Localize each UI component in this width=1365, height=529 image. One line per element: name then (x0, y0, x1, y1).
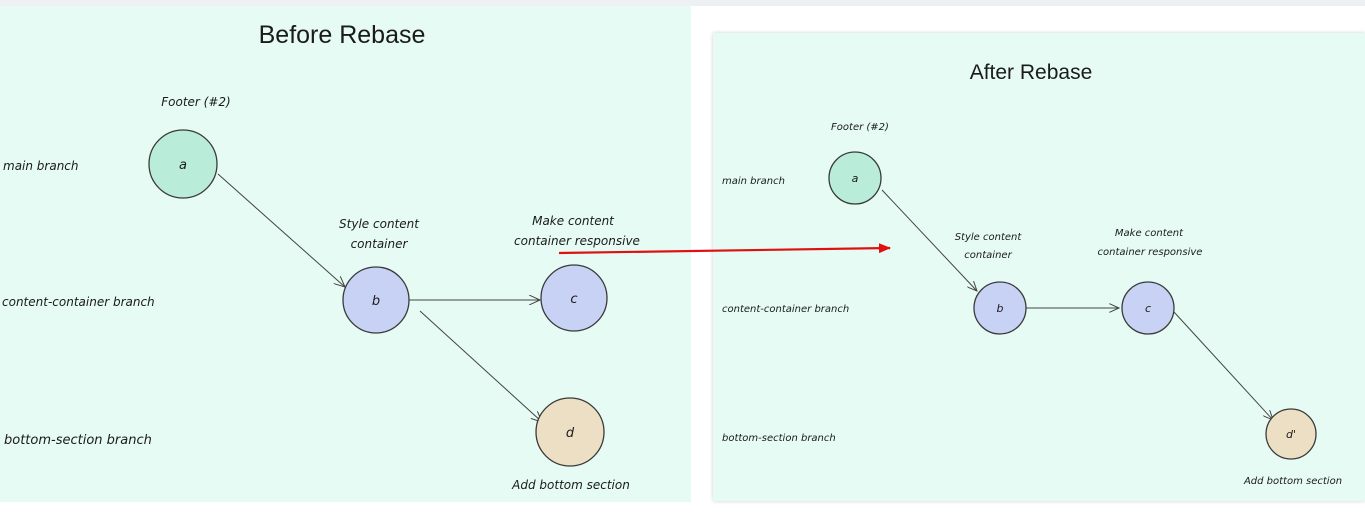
after-node-c-label: c (1145, 302, 1151, 315)
before-content-branch-label: content-container branch (2, 295, 155, 309)
before-rebase-panel: Before Rebase main branch content-contai… (0, 6, 691, 502)
after-bottom-annotation: Add bottom section (1243, 476, 1342, 487)
before-node-a: a (148, 129, 218, 199)
after-bottom-branch-label: bottom-section branch (722, 433, 836, 444)
after-title: After Rebase (970, 61, 1093, 84)
after-node-b-label: b (997, 302, 1004, 315)
before-title: Before Rebase (259, 21, 426, 49)
after-edge-a-b (881, 189, 977, 291)
before-edge-b-d (419, 310, 542, 422)
after-main-branch-label: main branch (722, 176, 785, 187)
after-responsive-annotation-line1: Make content (1115, 228, 1184, 239)
after-footer-annotation: Footer (#2) (831, 122, 889, 133)
before-node-d-label: d (566, 426, 575, 441)
before-node-d: d (535, 397, 605, 467)
after-node-c-circle (1121, 281, 1175, 335)
before-node-b-circle (342, 266, 410, 334)
before-node-b-label: b (372, 294, 380, 309)
before-style-annotation-line2: container (351, 237, 409, 251)
after-style-annotation-line1: Style content (955, 232, 1023, 243)
after-node-a-circle (828, 151, 882, 205)
before-footer-annotation: Footer (#2) (161, 95, 230, 109)
after-edge-c-d (1173, 311, 1273, 420)
after-node-b: b (973, 281, 1027, 335)
after-content-branch-label: content-container branch (722, 304, 849, 315)
after-rebase-panel: After Rebase main branch content-contain… (713, 33, 1365, 501)
top-border-strip (0, 0, 1365, 6)
after-node-b-circle (973, 281, 1027, 335)
after-node-a: a (828, 151, 882, 205)
after-style-annotation-line2: container (964, 250, 1012, 261)
before-node-d-circle (535, 397, 605, 467)
before-style-annotation-line1: Style content (339, 217, 420, 231)
before-responsive-annotation-line1: Make content (532, 214, 615, 228)
after-rebase-diagram: After Rebase main branch content-contain… (722, 61, 1342, 487)
before-edge-a-b (217, 173, 345, 287)
after-node-a-label: a (852, 172, 859, 185)
before-node-c: c (540, 264, 608, 332)
before-node-b: b (342, 266, 410, 334)
after-responsive-annotation-line2: container responsive (1098, 247, 1203, 258)
before-bottom-annotation: Add bottom section (511, 478, 630, 492)
before-rebase-diagram: Before Rebase main branch content-contai… (2, 21, 640, 492)
before-main-branch-label: main branch (3, 159, 79, 173)
after-node-d-label: d' (1286, 428, 1296, 441)
after-node-d-circle (1265, 408, 1317, 460)
after-node-d: d' (1265, 408, 1317, 460)
before-node-c-label: c (570, 292, 577, 307)
before-node-a-label: a (179, 158, 187, 173)
before-node-a-circle (148, 129, 218, 199)
after-node-c: c (1121, 281, 1175, 335)
before-node-c-circle (540, 264, 608, 332)
before-bottom-branch-label: bottom-section branch (4, 433, 152, 448)
before-responsive-annotation-line2: container responsive (514, 234, 640, 248)
